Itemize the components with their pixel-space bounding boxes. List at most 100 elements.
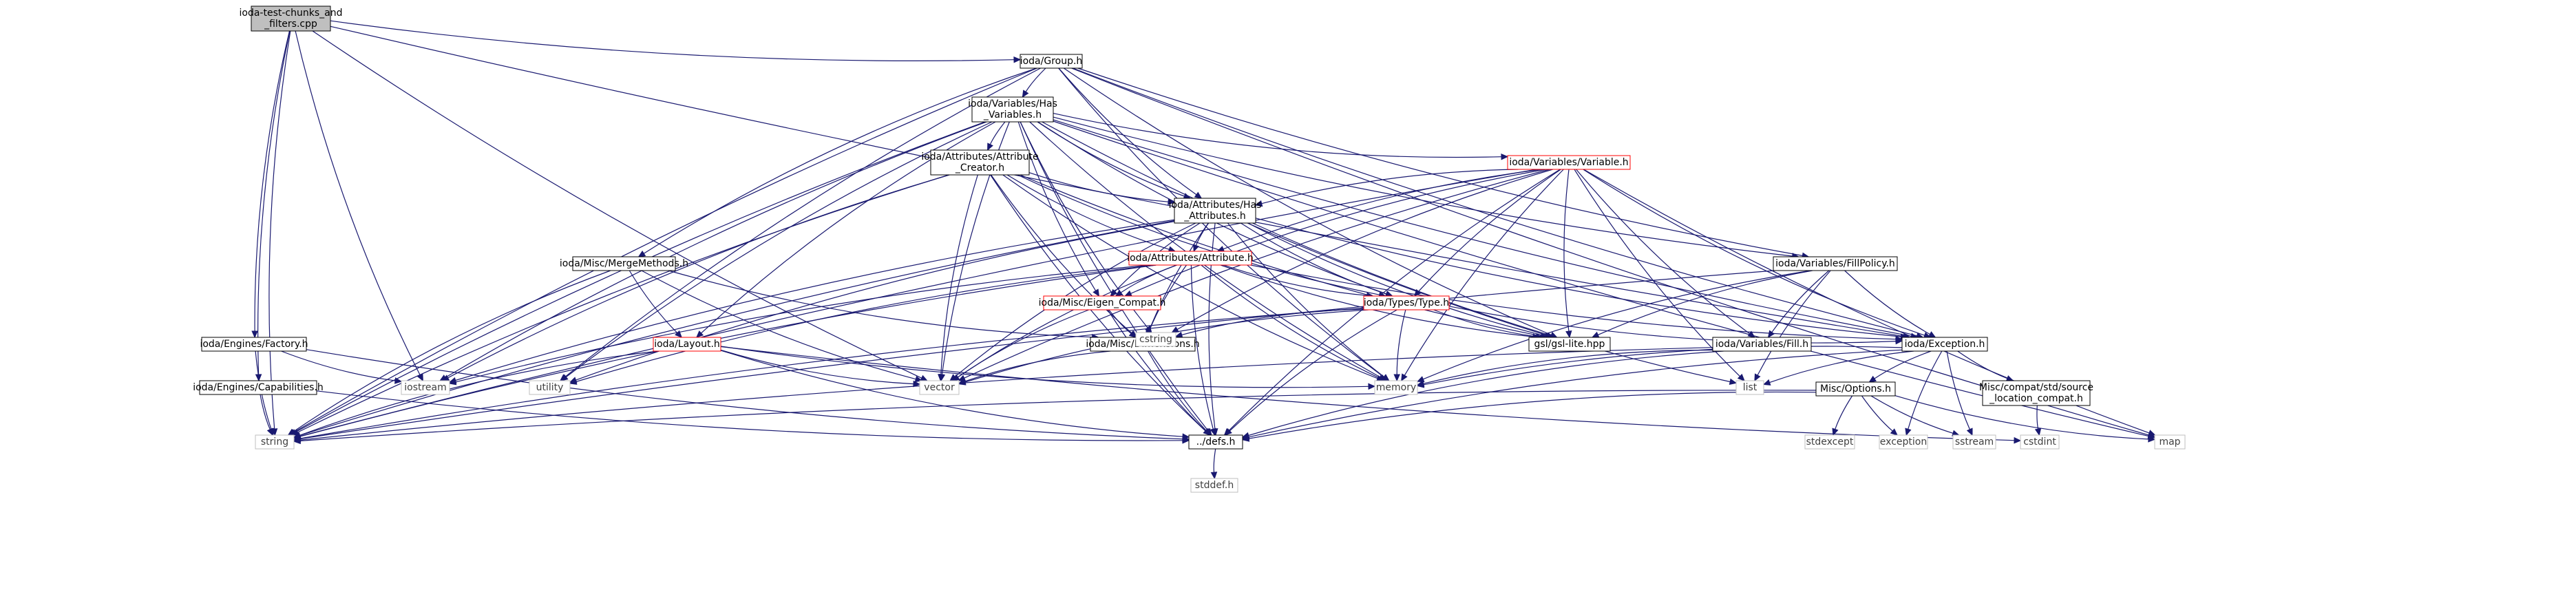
node-label: exception bbox=[1880, 436, 1927, 447]
edge-dimensions-to-defs bbox=[1147, 350, 1212, 436]
node-label: map bbox=[2159, 436, 2180, 447]
node-label: _Attributes.h bbox=[1183, 211, 1245, 222]
edge-miscoptions-to-string bbox=[293, 390, 1817, 445]
edge-attrcreator-to-vector bbox=[938, 174, 978, 382]
edge-attribute-to-utility bbox=[569, 264, 1157, 385]
edge-capabilities-to-defs bbox=[316, 390, 1190, 444]
node-label: sstream bbox=[1955, 436, 1994, 447]
node-exception[interactable]: ioda/Exception.h bbox=[1901, 337, 1988, 352]
edge-hasvars-to-string bbox=[289, 121, 986, 436]
edge-fillpolicy-to-gsl bbox=[1591, 270, 1813, 338]
node-label: list bbox=[1743, 382, 1757, 393]
edge-mergemethods-to-string bbox=[287, 270, 611, 436]
node-attrcreator[interactable]: ioda/Attributes/Attribute_Creator.h bbox=[921, 149, 1039, 176]
node-stdexcept: stdexcept bbox=[1804, 434, 1855, 450]
node-label: ioda/Variables/Variable.h bbox=[1509, 157, 1628, 168]
node-utility: utility bbox=[529, 380, 571, 395]
node-mergemethods[interactable]: ioda/Misc/MergeMethods.h bbox=[560, 256, 688, 271]
node-sourceloc[interactable]: Misc/compat/std/source_location_compat.h bbox=[1979, 380, 2093, 406]
node-label: cstring bbox=[1139, 334, 1172, 345]
node-label: ioda/Layout.h bbox=[654, 339, 720, 350]
node-box bbox=[1190, 478, 1238, 493]
edge-fill-to-string bbox=[293, 347, 1713, 443]
node-hasvars[interactable]: ioda/Variables/Has_Variables.h bbox=[968, 96, 1057, 123]
edge-variable-to-attribute bbox=[1216, 169, 1542, 253]
edge-defs-to-stddef bbox=[1210, 448, 1218, 480]
node-eigencompat[interactable]: ioda/Misc/Eigen_Compat.h bbox=[1039, 295, 1166, 310]
node-defs[interactable]: ../defs.h bbox=[1188, 434, 1243, 450]
edge-group-to-hasvars bbox=[1022, 67, 1046, 98]
node-hasattrs[interactable]: ioda/Attributes/Has_Attributes.h bbox=[1169, 198, 1262, 224]
node-box bbox=[1773, 256, 1898, 271]
edge-fillpolicy-to-fill bbox=[1767, 270, 1830, 339]
node-box bbox=[1174, 198, 1256, 224]
node-label: cstdint bbox=[2023, 436, 2056, 447]
node-box bbox=[1815, 381, 1896, 397]
edge-root-to-iostream bbox=[295, 30, 423, 382]
node-label: Misc/compat/std/source bbox=[1979, 382, 2093, 393]
node-fill[interactable]: ioda/Variables/Fill.h bbox=[1712, 337, 1812, 352]
edge-eigencompat-to-vector bbox=[951, 309, 1090, 381]
edge-layout-to-memory bbox=[720, 346, 1376, 390]
node-box bbox=[2020, 434, 2060, 450]
node-label: ioda/Types/Type.h bbox=[1364, 297, 1449, 308]
edge-variable-to-hasattrs bbox=[1254, 169, 1519, 207]
node-box bbox=[529, 380, 571, 395]
node-label: ioda/Group.h bbox=[1020, 56, 1083, 67]
node-label: utility bbox=[536, 382, 564, 393]
edge-factory-to-defs bbox=[306, 349, 1190, 443]
node-list: list bbox=[1735, 380, 1764, 395]
edge-miscoptions-to-map bbox=[1894, 395, 2156, 443]
node-label: ioda/Misc/Eigen_Compat.h bbox=[1039, 297, 1166, 308]
edge-hasvars-to-hasattrs bbox=[1037, 121, 1192, 200]
edge-group-to-utility bbox=[559, 67, 1041, 381]
edge-exception-to-exception_std bbox=[1905, 350, 1943, 436]
edge-capabilities-to-string bbox=[260, 394, 273, 436]
edge-miscoptions-to-stdexcept bbox=[1832, 395, 1853, 436]
node-memory: memory bbox=[1374, 380, 1418, 395]
node-variable[interactable]: ioda/Variables/Variable.h bbox=[1507, 155, 1631, 170]
edge-exception-to-memory bbox=[1416, 346, 1903, 388]
node-label: stddef.h bbox=[1195, 480, 1234, 491]
edge-fillpolicy-to-string bbox=[293, 270, 1775, 443]
node-miscoptions[interactable]: Misc/Options.h bbox=[1815, 381, 1896, 397]
edge-variable-to-memory bbox=[1401, 169, 1564, 382]
edge-miscoptions-to-defs bbox=[1241, 391, 1817, 442]
edge-variable-to-gsl bbox=[1563, 169, 1572, 339]
edge-root-to-vector bbox=[312, 30, 929, 381]
node-attribute[interactable]: ioda/Attributes/Attribute.h bbox=[1127, 251, 1254, 266]
edge-hasvars-to-utility bbox=[560, 121, 993, 381]
edge-root-to-string bbox=[268, 30, 291, 436]
node-box bbox=[1363, 295, 1450, 310]
edge-fillpolicy-to-memory bbox=[1416, 270, 1811, 383]
node-box bbox=[1374, 380, 1418, 395]
node-layout[interactable]: ioda/Layout.h bbox=[653, 337, 721, 352]
node-box bbox=[572, 256, 676, 271]
edge-type-to-exception bbox=[1448, 306, 1903, 345]
edge-layout-to-string bbox=[293, 350, 658, 439]
node-label: _location_compat.h bbox=[1989, 393, 2083, 404]
node-box bbox=[1043, 295, 1161, 310]
node-capabilities[interactable]: ioda/Engines/Capabilities.h bbox=[193, 380, 324, 395]
node-box bbox=[201, 337, 307, 352]
edge-variable-to-fill bbox=[1576, 169, 1755, 338]
edge-attribute-to-defs bbox=[1190, 264, 1216, 436]
node-box bbox=[1712, 337, 1812, 352]
node-box bbox=[255, 434, 295, 450]
node-box bbox=[1507, 155, 1631, 170]
node-sstream: sstream bbox=[1952, 434, 1996, 450]
edge-factory-to-iostream bbox=[281, 350, 403, 384]
node-label: ioda/Engines/Capabilities.h bbox=[193, 382, 324, 393]
edge-eigencompat-to-dimensions bbox=[1108, 309, 1137, 338]
node-group[interactable]: ioda/Group.h bbox=[1020, 54, 1083, 69]
node-box bbox=[1901, 337, 1988, 352]
edge-type-to-defs bbox=[1224, 309, 1397, 436]
node-type[interactable]: ioda/Types/Type.h bbox=[1363, 295, 1450, 310]
node-string: string bbox=[255, 434, 295, 450]
node-factory[interactable]: ioda/Engines/Factory.h bbox=[200, 337, 308, 352]
node-fillpolicy[interactable]: ioda/Variables/FillPolicy.h bbox=[1773, 256, 1898, 271]
node-box bbox=[930, 149, 1030, 176]
edge-attrcreator-to-string bbox=[291, 174, 949, 436]
node-gsl[interactable]: gsl/gsl-lite.hpp bbox=[1528, 337, 1611, 352]
